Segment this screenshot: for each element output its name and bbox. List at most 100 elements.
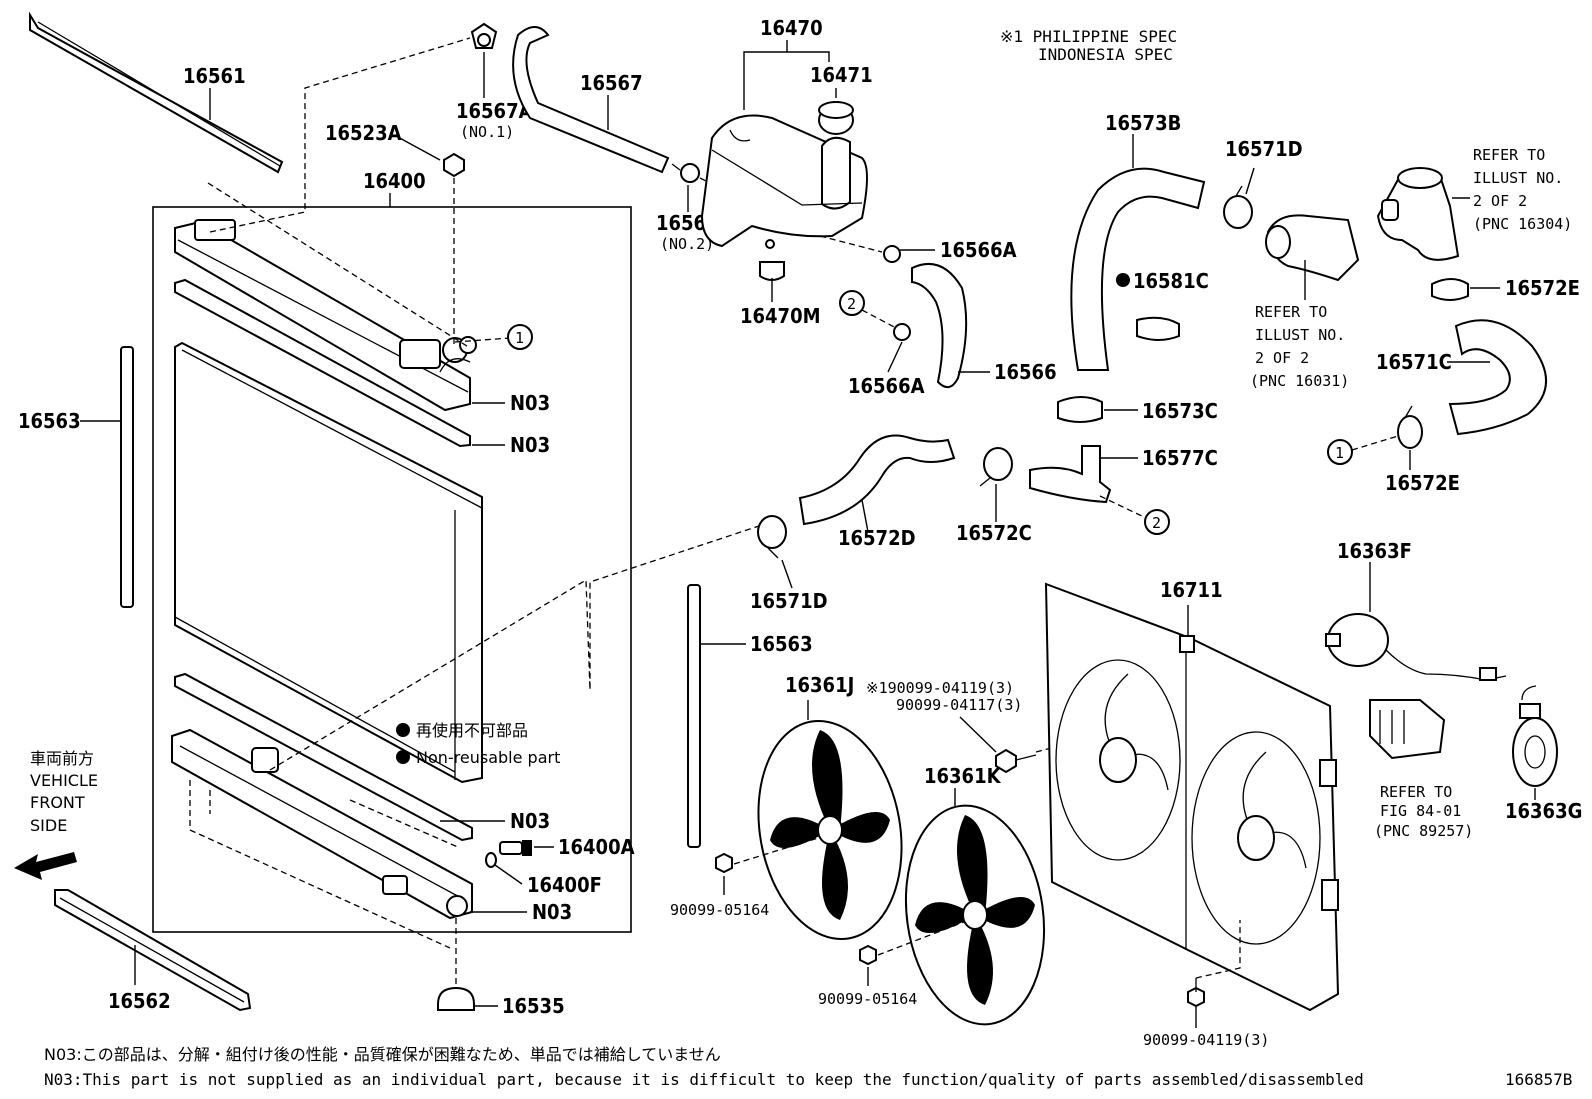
ref-16031-line3: 2 OF 2 <box>1255 349 1309 367</box>
label-16400: 16400 <box>363 169 426 193</box>
label-16400A: 16400A <box>558 835 635 859</box>
label-16562: 16562 <box>108 989 171 1013</box>
label-16571C: 16571C <box>1376 350 1452 374</box>
label-16573C: 16573C <box>1142 399 1218 423</box>
spec-line2: INDONESIA SPEC <box>1038 45 1173 64</box>
legend-en: Non-reusable part <box>416 748 560 767</box>
vehicle-line3: SIDE <box>30 816 67 835</box>
label-16567A-top-sub: (NO.1) <box>460 123 514 141</box>
ref-16031-line4: (PNC 16031) <box>1250 372 1349 390</box>
clamp-16572E-bottom <box>1397 405 1423 449</box>
label-16711: 16711 <box>1160 578 1223 602</box>
label-16573B: 16573B <box>1105 111 1181 135</box>
drain-cock-16400A <box>499 840 532 856</box>
clamp-16572C <box>979 447 1013 487</box>
vehicle-front-arrow-icon <box>14 852 77 880</box>
label-16523A: 16523A <box>325 121 402 145</box>
nut-90099-05164-b <box>859 944 877 966</box>
label-16470M: 16470M <box>740 304 821 328</box>
callout-1-right-text: 1 <box>1335 444 1344 462</box>
callout-circle-1-left <box>507 324 533 350</box>
fan-relay-89257 <box>1369 699 1446 760</box>
vehicle-line2: FRONT <box>30 793 85 812</box>
legend-bullet-jp <box>396 723 410 737</box>
label-16567: 16567 <box>580 71 643 95</box>
bolt-spec-2: 90099-04117(3) <box>896 696 1022 714</box>
ref-16031-line1: REFER TO <box>1255 303 1327 321</box>
fan-motor-16363G <box>1512 685 1558 787</box>
fan-16361K <box>904 804 1046 1026</box>
label-16572D: 16572D <box>838 526 916 550</box>
callout-1-left-text: 1 <box>515 329 524 347</box>
hose-16572D <box>798 434 956 526</box>
clamp-16573C <box>1057 396 1103 423</box>
bolt-90099-04119-upper <box>995 748 1037 774</box>
ref-16304-line3: 2 OF 2 <box>1473 192 1527 210</box>
fan-motor-16363F <box>1325 613 1507 681</box>
ref-16031-line2: ILLUST NO. <box>1255 326 1345 344</box>
callout-2-right-text: 2 <box>1152 514 1161 532</box>
label-16577C: 16577C <box>1142 446 1218 470</box>
callout-2-top-text: 2 <box>847 295 856 313</box>
nut-90099-05164-a <box>715 852 733 874</box>
label-16561: 16561 <box>183 64 246 88</box>
label-16567A-mid-sub: (NO.2) <box>660 235 714 253</box>
label-n03-1: N03 <box>510 391 550 415</box>
cap-16471 <box>818 101 854 135</box>
label-16571D-top: 16571D <box>1225 137 1303 161</box>
clip-16567A-mid <box>671 163 700 183</box>
o-ring-16400F <box>485 852 497 868</box>
clamp-16572E-top <box>1431 278 1469 301</box>
label-16470: 16470 <box>760 16 823 40</box>
reservoir-tank-16470 <box>700 114 868 249</box>
clamp-16571D-bottom <box>757 515 787 559</box>
gasket-16581C <box>1136 316 1180 341</box>
label-16566A-top: 16566A <box>940 238 1017 262</box>
label-16363F: 16363F <box>1337 539 1412 563</box>
label-16535: 16535 <box>502 994 565 1018</box>
label-16400F: 16400F <box>527 873 602 897</box>
legend-jp: 再使用不可部品 <box>416 721 528 740</box>
clip-16566A-bottom <box>893 323 911 341</box>
pipe-16577C <box>1029 445 1112 504</box>
label-90099-05164-a: 90099-05164 <box>670 901 769 919</box>
label-16581C: 16581C <box>1133 269 1209 293</box>
ref-fig-line3: (PNC 89257) <box>1374 822 1473 840</box>
footer-note-en: N03:This part is not supplied as an indi… <box>44 1070 1364 1089</box>
vehicle-line1: VEHICLE <box>30 771 98 790</box>
clamp-16571D-top <box>1223 185 1253 229</box>
radiator-assembly-frame <box>152 206 632 933</box>
figure-id: 166857B <box>1505 1070 1572 1089</box>
seal-16562 <box>54 889 252 1012</box>
label-90099-05164-b: 90099-05164 <box>818 990 917 1008</box>
seal-16563-mid <box>687 584 701 848</box>
vehicle-jp: 車両前方 <box>30 749 94 768</box>
label-16563-left: 16563 <box>18 409 81 433</box>
gasket-upper <box>174 278 471 448</box>
hose-16566 <box>911 263 968 389</box>
radiator-core <box>174 341 483 784</box>
non-reusable-mark-16581C <box>1116 273 1130 287</box>
label-16572C: 16572C <box>956 521 1032 545</box>
label-16566A-bottom: 16566A <box>848 374 925 398</box>
cap-16523A <box>443 152 465 178</box>
hose-16567 <box>512 26 670 174</box>
callout-circle-2-right <box>1144 509 1170 535</box>
hose-16571C <box>1448 319 1547 436</box>
bolt-90099-04119-lower <box>1187 978 1205 1008</box>
seal-16561 <box>29 11 284 174</box>
footer-note-jp: N03:この部品は、分解・組付け後の性能・品質確保が困難なため、単品では補給して… <box>44 1045 721 1064</box>
spec-line1: ※1 PHILIPPINE SPEC <box>1000 27 1177 46</box>
clip-16566A-top <box>883 245 901 263</box>
label-16567A-top: 16567A <box>456 99 533 123</box>
fan-16361J <box>757 719 903 941</box>
ref-fig-line2: FIG 84-01 <box>1380 802 1461 820</box>
label-16563-mid: 16563 <box>750 632 813 656</box>
fan-shroud-16711 <box>1044 582 1340 1012</box>
bushing-16470M <box>759 261 785 281</box>
label-16572E-top: 16572E <box>1505 276 1580 300</box>
radiator-lower-tank <box>171 728 473 920</box>
ref-16304-line4: (PNC 16304) <box>1473 215 1572 233</box>
legend-bullet-en <box>396 750 410 764</box>
